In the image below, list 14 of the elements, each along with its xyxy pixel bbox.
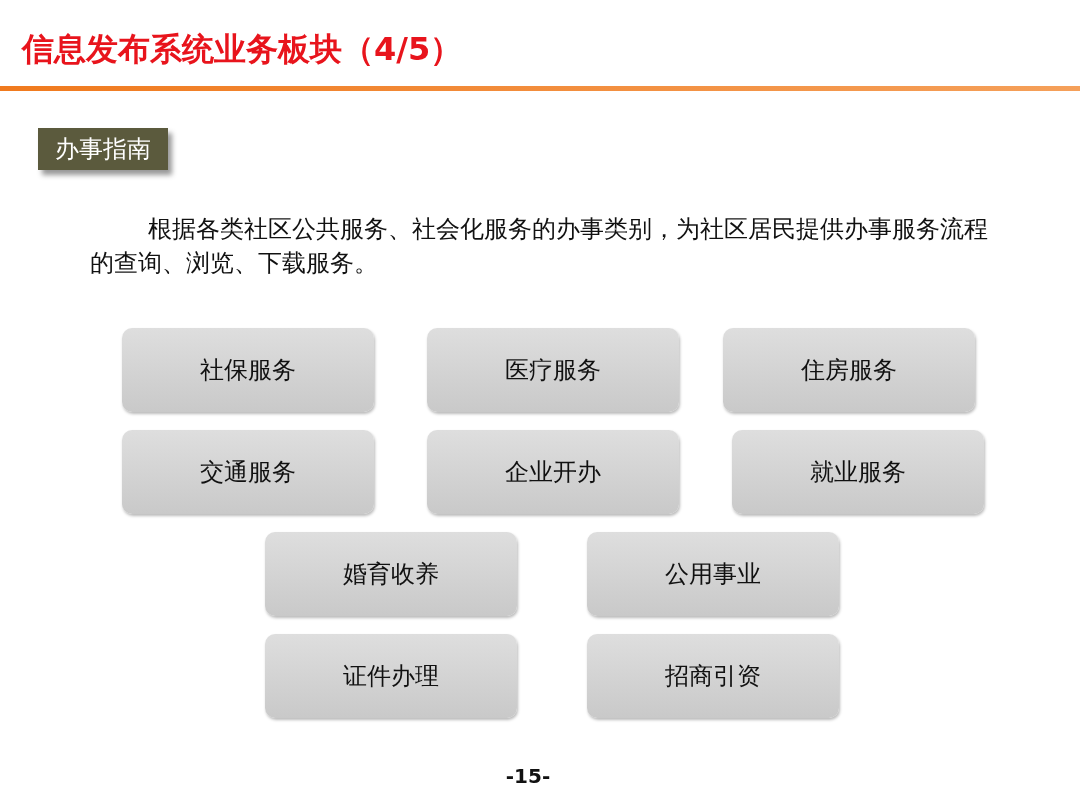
service-box: 公用事业 — [587, 532, 839, 616]
service-box: 招商引资 — [587, 634, 839, 718]
service-box: 交通服务 — [122, 430, 374, 514]
slide-title: 信息发布系统业务板块（4/5） — [22, 29, 463, 70]
service-box: 证件办理 — [265, 634, 517, 718]
service-box: 医疗服务 — [427, 328, 679, 412]
description-text: 根据各类社区公共服务、社会化服务的办事类别，为社区居民提供办事服务流程的查询、浏览、下载服务。 — [90, 214, 989, 279]
service-box: 就业服务 — [732, 430, 984, 514]
service-box: 企业开办 — [427, 430, 679, 514]
page-number: -15- — [504, 764, 552, 788]
service-box: 婚育收养 — [265, 532, 517, 616]
service-box: 住房服务 — [723, 328, 975, 412]
section-tab: 办事指南 — [38, 128, 168, 170]
service-box: 社保服务 — [122, 328, 374, 412]
